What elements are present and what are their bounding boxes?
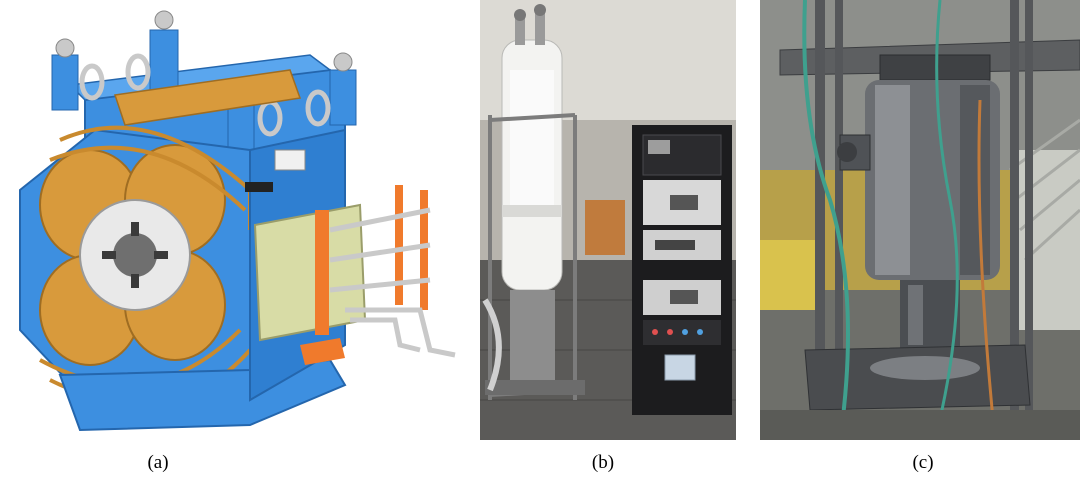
magnet-cad-icon [19, 10, 456, 432]
cryostat-photo-icon [480, 0, 736, 440]
chamber-photo-icon [760, 0, 1080, 440]
panel-b-cryostat-photo [480, 0, 736, 440]
panel-c-chamber-photo [760, 0, 1080, 440]
caption-b: (b) [591, 452, 615, 473]
caption-a: (a) [147, 452, 169, 473]
panel-a-magnet-cad [0, 0, 460, 440]
caption-c: (c) [912, 452, 934, 473]
